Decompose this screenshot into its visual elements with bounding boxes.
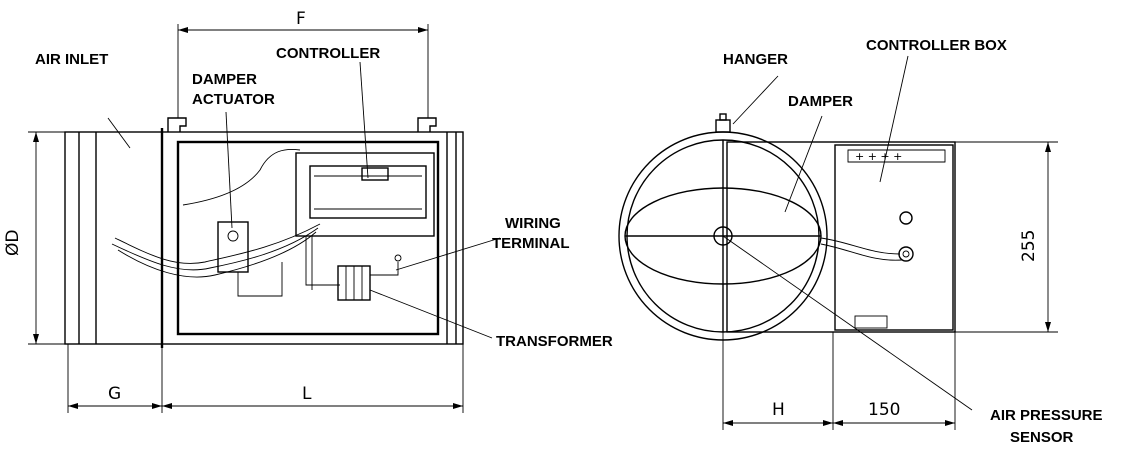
label-wiring-terminal-line2: TERMINAL (492, 235, 570, 252)
box-connector-inner (902, 250, 910, 258)
hanger-clip-left (167, 117, 187, 132)
label-air-inlet: AIR INLET (35, 51, 108, 68)
leader-damper (784, 115, 823, 213)
dim-g: G (108, 384, 121, 404)
actuator-wire (237, 262, 283, 297)
wire-3 (117, 231, 317, 278)
label-damper-actuator-line1: DAMPER (192, 71, 257, 88)
side-box (726, 141, 956, 333)
label-wiring-terminal-line1: WIRING (505, 215, 561, 232)
hanger-top (719, 113, 727, 121)
internal-curve (182, 149, 301, 206)
dim-d: ØD (3, 230, 23, 256)
dim-l: L (302, 384, 312, 404)
dim-h: H (772, 400, 785, 420)
box-screws-top (847, 149, 946, 163)
cable (820, 243, 903, 261)
transformer-wire (305, 236, 340, 286)
leader-wiring-terminal (395, 237, 501, 271)
label-controller-box: CONTROLLER BOX (866, 37, 1007, 54)
label-damper: DAMPER (788, 93, 853, 110)
label-hanger: HANGER (723, 51, 788, 68)
actuator-knob (227, 230, 239, 242)
label-transformer: TRANSFORMER (496, 333, 613, 350)
air-pressure-sensor (713, 226, 733, 246)
label-controller: CONTROLLER (276, 45, 380, 62)
controller-housing (176, 140, 440, 336)
hanger-clip-right (417, 117, 437, 132)
wiring-terminal (394, 254, 402, 262)
controller-unit (295, 152, 435, 237)
controller-display (309, 165, 427, 219)
box-connector (898, 246, 914, 262)
box-knob (899, 211, 913, 225)
controller-box (834, 144, 954, 331)
dim-150: 150 (868, 400, 900, 420)
label-air-pressure-sensor-line1: AIR PRESSURE (990, 407, 1103, 424)
label-damper-actuator-line2: ACTUATOR (192, 91, 275, 108)
damper-actuator (217, 221, 249, 273)
wire-2 (111, 227, 319, 271)
wire-1 (114, 223, 321, 264)
leader-damper-actuator (225, 111, 233, 229)
leader-air-pressure-sensor (722, 235, 973, 411)
hanger (715, 119, 731, 133)
terminal-wire (370, 262, 399, 276)
end-view: + + + + 255 H 150 HANGER DAMPER CONTROLL (618, 37, 1103, 446)
cable (820, 237, 901, 255)
controller-chip (361, 167, 389, 181)
leader-controller (359, 61, 369, 179)
label-air-pressure-sensor-line2: SENSOR (1010, 429, 1074, 446)
dim-arrows (723, 420, 955, 426)
screw-glyph: + + + + (855, 150, 902, 163)
leader-hanger (732, 75, 779, 125)
leader-air-inlet (107, 117, 131, 149)
duct-body (64, 131, 464, 345)
leader-controller-box (879, 55, 909, 183)
side-view: F ØD G L AIR INLET DAMPER ACTUATOR CONTR… (3, 9, 613, 413)
dim-255: 255 (1019, 230, 1039, 262)
leader-transformer (369, 289, 493, 339)
box-screws-bottom (854, 315, 888, 329)
dim-f: F (296, 9, 306, 29)
